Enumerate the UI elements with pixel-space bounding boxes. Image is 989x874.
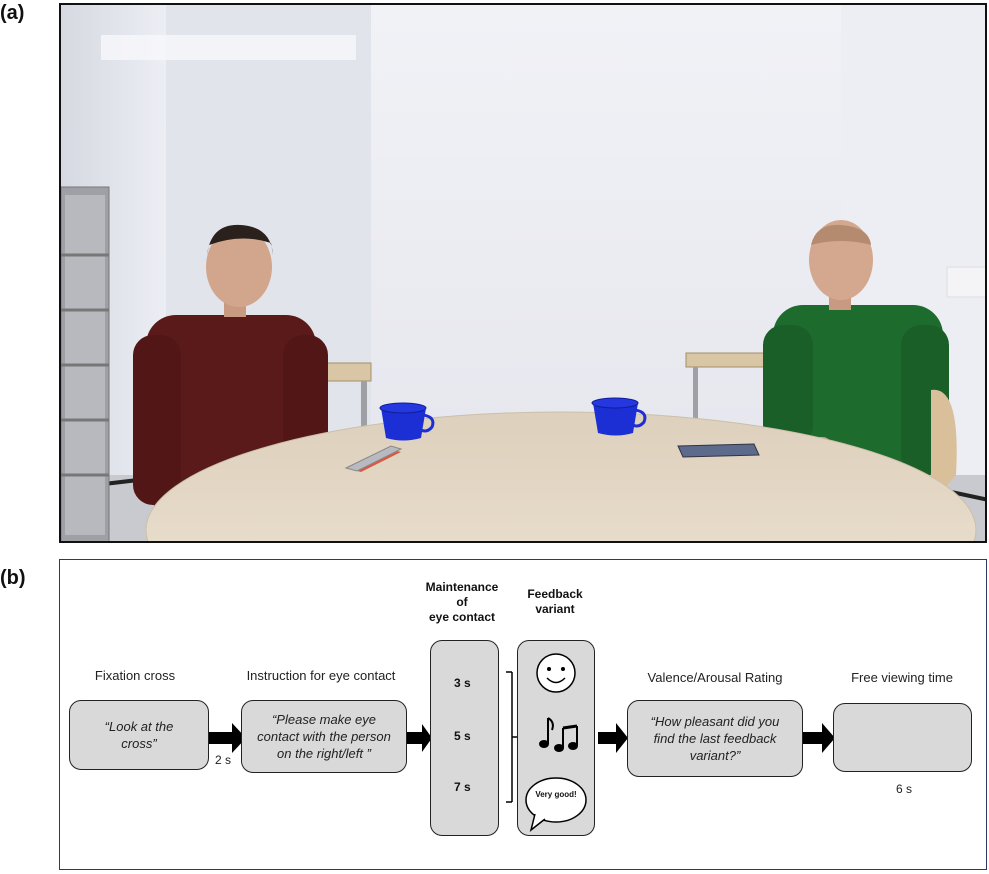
arrow-1	[208, 723, 246, 753]
duration-7s: 7 s	[454, 780, 471, 794]
flow-arrows	[208, 671, 835, 803]
free-viewing-title: Free viewing time	[851, 670, 953, 685]
duration-3s: 3 s	[454, 676, 471, 690]
fixation-box: “Look at the cross”	[69, 700, 209, 770]
left-cup-icon	[379, 402, 435, 441]
smiley-icon	[536, 653, 576, 693]
free-viewing-box	[833, 703, 972, 772]
arrow-4	[802, 723, 835, 753]
feedback-icons	[525, 653, 587, 832]
panel-a-label: (a)	[0, 2, 25, 24]
arrow-3	[598, 723, 628, 753]
right-person-avatar	[763, 220, 957, 505]
right-side-table	[685, 352, 777, 368]
center-wall	[371, 5, 841, 465]
rating-text: “How pleasant did you find the last feed…	[650, 714, 780, 763]
instruction-title: Instruction for eye contact	[246, 668, 396, 683]
round-table	[145, 411, 977, 541]
instruction-box: “Please make eye contact with the person…	[241, 700, 407, 773]
fixation-title: Fixation cross	[94, 668, 176, 683]
feedback-title: Feedback variant	[527, 587, 583, 616]
duration-5s: 5 s	[454, 729, 471, 743]
virtual-room-scene	[59, 3, 987, 543]
rating-title: Valence/Arousal Rating	[647, 670, 783, 685]
maintenance-box	[430, 640, 499, 836]
rating-box: “How pleasant did you find the last feed…	[627, 700, 803, 777]
arrow-2	[406, 724, 432, 752]
speech-bubble-icon	[525, 777, 587, 832]
speech-bubble-text: Very good!	[535, 790, 577, 799]
panel-b-label: (b)	[0, 567, 26, 589]
scene-illustration	[61, 5, 985, 541]
right-cup-icon	[591, 397, 647, 436]
trial-flow-diagram: Fixation cross “Look at the cross” 2 s I…	[59, 559, 987, 870]
tablet-on-table	[677, 443, 760, 458]
maintenance-title: Maintenance of eye contact	[425, 580, 499, 624]
music-notes-icon	[539, 717, 578, 752]
free-viewing-time: 6 s	[896, 782, 913, 796]
fixation-text: “Look at the cross”	[104, 719, 174, 751]
fixation-time: 2 s	[215, 753, 232, 767]
instruction-text: “Please make eye contact with the person…	[257, 712, 391, 761]
